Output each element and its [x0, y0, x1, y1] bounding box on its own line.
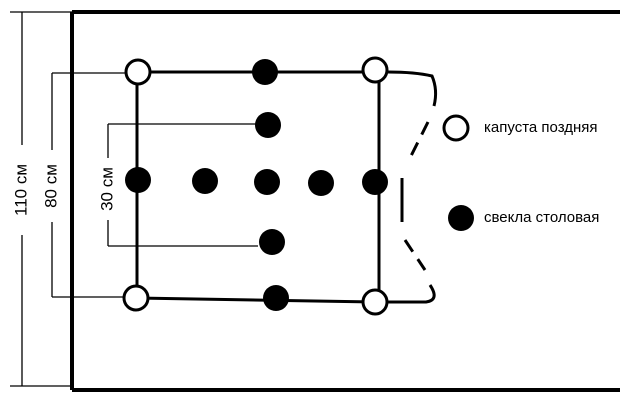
beet-plant [362, 169, 388, 195]
legend: капуста поздняя свекла столовая [442, 114, 599, 231]
dimension-lines [10, 11, 258, 387]
cabbage-plant [122, 284, 150, 312]
bracket-upper-diagonal [408, 121, 430, 159]
cabbage-plant [361, 288, 389, 316]
cabbage-plant [124, 58, 152, 86]
cabbage-plant [361, 56, 389, 84]
dim-outer-label: 110 см [11, 164, 30, 216]
beet-plant [255, 112, 281, 138]
beet-plant [263, 285, 289, 311]
legend-beet-icon [448, 205, 474, 231]
dim-mid-label: 80 см [41, 164, 60, 208]
bracket-bottom-curve [388, 284, 436, 304]
bracket-top-curve [387, 70, 438, 107]
legend-cabbage-icon [442, 114, 470, 142]
cabbage-plants [122, 56, 389, 316]
garden-bed-outline [70, 10, 620, 392]
beet-plant [254, 169, 280, 195]
beet-plants [125, 59, 388, 311]
beet-plant [125, 167, 151, 193]
beet-plant [259, 229, 285, 255]
beet-plant [252, 59, 278, 85]
square-bottom-side [135, 296, 376, 304]
beet-plant [308, 170, 334, 196]
legend-cabbage-label: капуста поздняя [484, 119, 598, 136]
legend-beet-label: свекла столовая [484, 209, 599, 226]
dashed-bracket [387, 70, 438, 304]
dim-inner-label: 30 см [97, 167, 116, 211]
beet-plant [192, 168, 218, 194]
bracket-lower-diagonal [403, 239, 427, 271]
